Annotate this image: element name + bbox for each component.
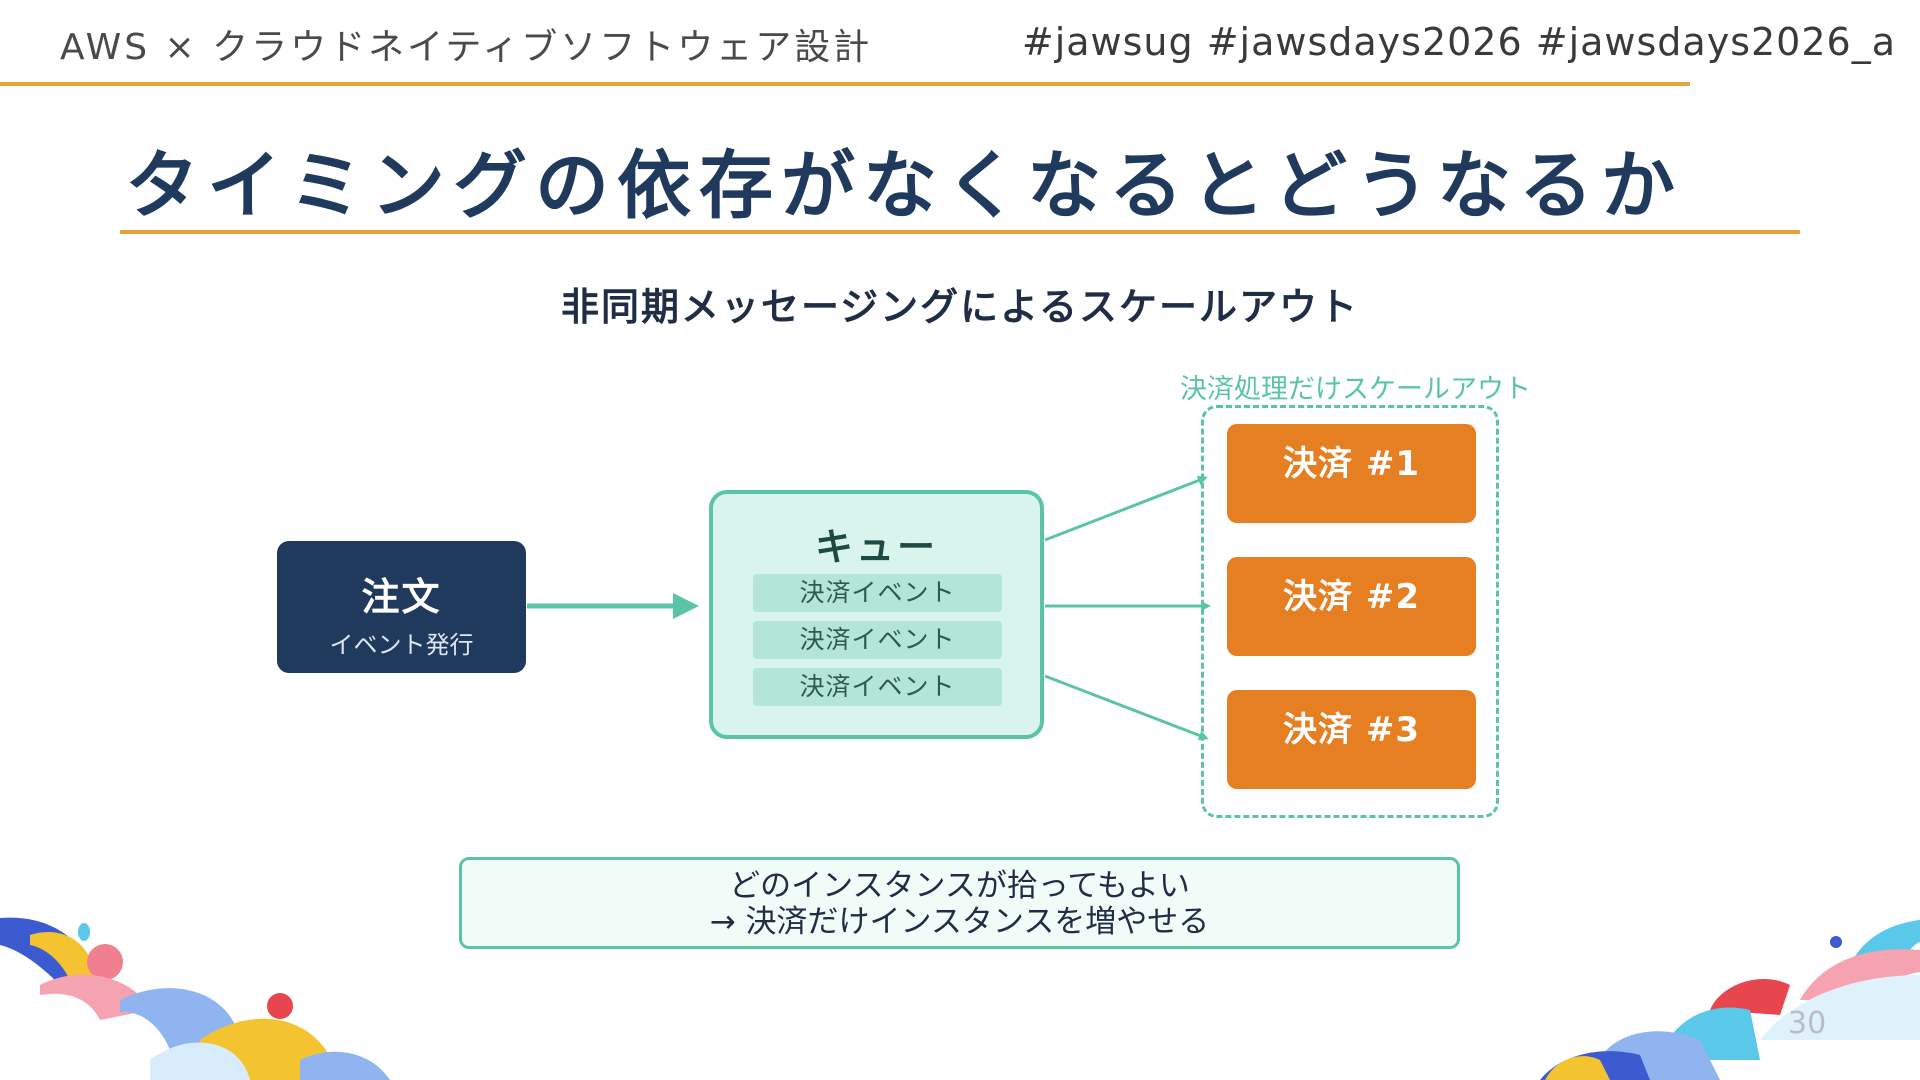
queue-event-list: 決済イベント 決済イベント 決済イベント — [753, 574, 1002, 715]
order-subtitle: イベント発行 — [329, 631, 474, 659]
scale-group-box — [1201, 405, 1499, 818]
payment-instance-2: 決済 #2 — [1227, 557, 1476, 656]
order-producer-box: 注文 イベント発行 — [277, 541, 526, 673]
header-divider — [0, 82, 1690, 86]
scale-group-label: 決済処理だけスケールアウト — [1180, 374, 1531, 405]
right-cloud-decoration — [1540, 920, 1920, 1080]
payment-instance-1: 決済 #1 — [1227, 424, 1476, 523]
payment-instance-3: 決済 #3 — [1227, 690, 1476, 789]
header-deck-title: AWS × クラウドネイティブソフトウェア設計 — [60, 27, 873, 68]
arrow-queue-to-pay-1 — [1044, 475, 1208, 542]
order-title: 注文 — [361, 575, 442, 619]
queue-event-item: 決済イベント — [753, 574, 1002, 612]
queue-title: キュー — [814, 525, 938, 569]
page-number: 30 — [1788, 1006, 1827, 1041]
queue-event-item: 決済イベント — [753, 621, 1002, 659]
diagram-subtitle: 非同期メッセージングによるスケールアウト — [560, 285, 1360, 329]
header-hashtags: #jawsug #jawsdays2026 #jawsdays2026_a — [1021, 20, 1896, 64]
note-line-1: どのインスタンスが拾ってもよい — [729, 868, 1190, 904]
slide-title: タイミングの依存がなくなるとどうなるか — [125, 143, 1683, 229]
note-line-2: → 決済だけインスタンスを増やせる — [709, 904, 1210, 940]
title-underline — [120, 230, 1800, 234]
left-cloud-decoration — [0, 917, 390, 1080]
queue-box: キュー 決済イベント 決済イベント 決済イベント — [709, 490, 1044, 739]
queue-event-item: 決済イベント — [753, 668, 1002, 706]
arrow-queue-to-pay-3 — [1044, 674, 1209, 741]
note-box: どのインスタンスが拾ってもよい → 決済だけインスタンスを増やせる — [459, 857, 1460, 949]
